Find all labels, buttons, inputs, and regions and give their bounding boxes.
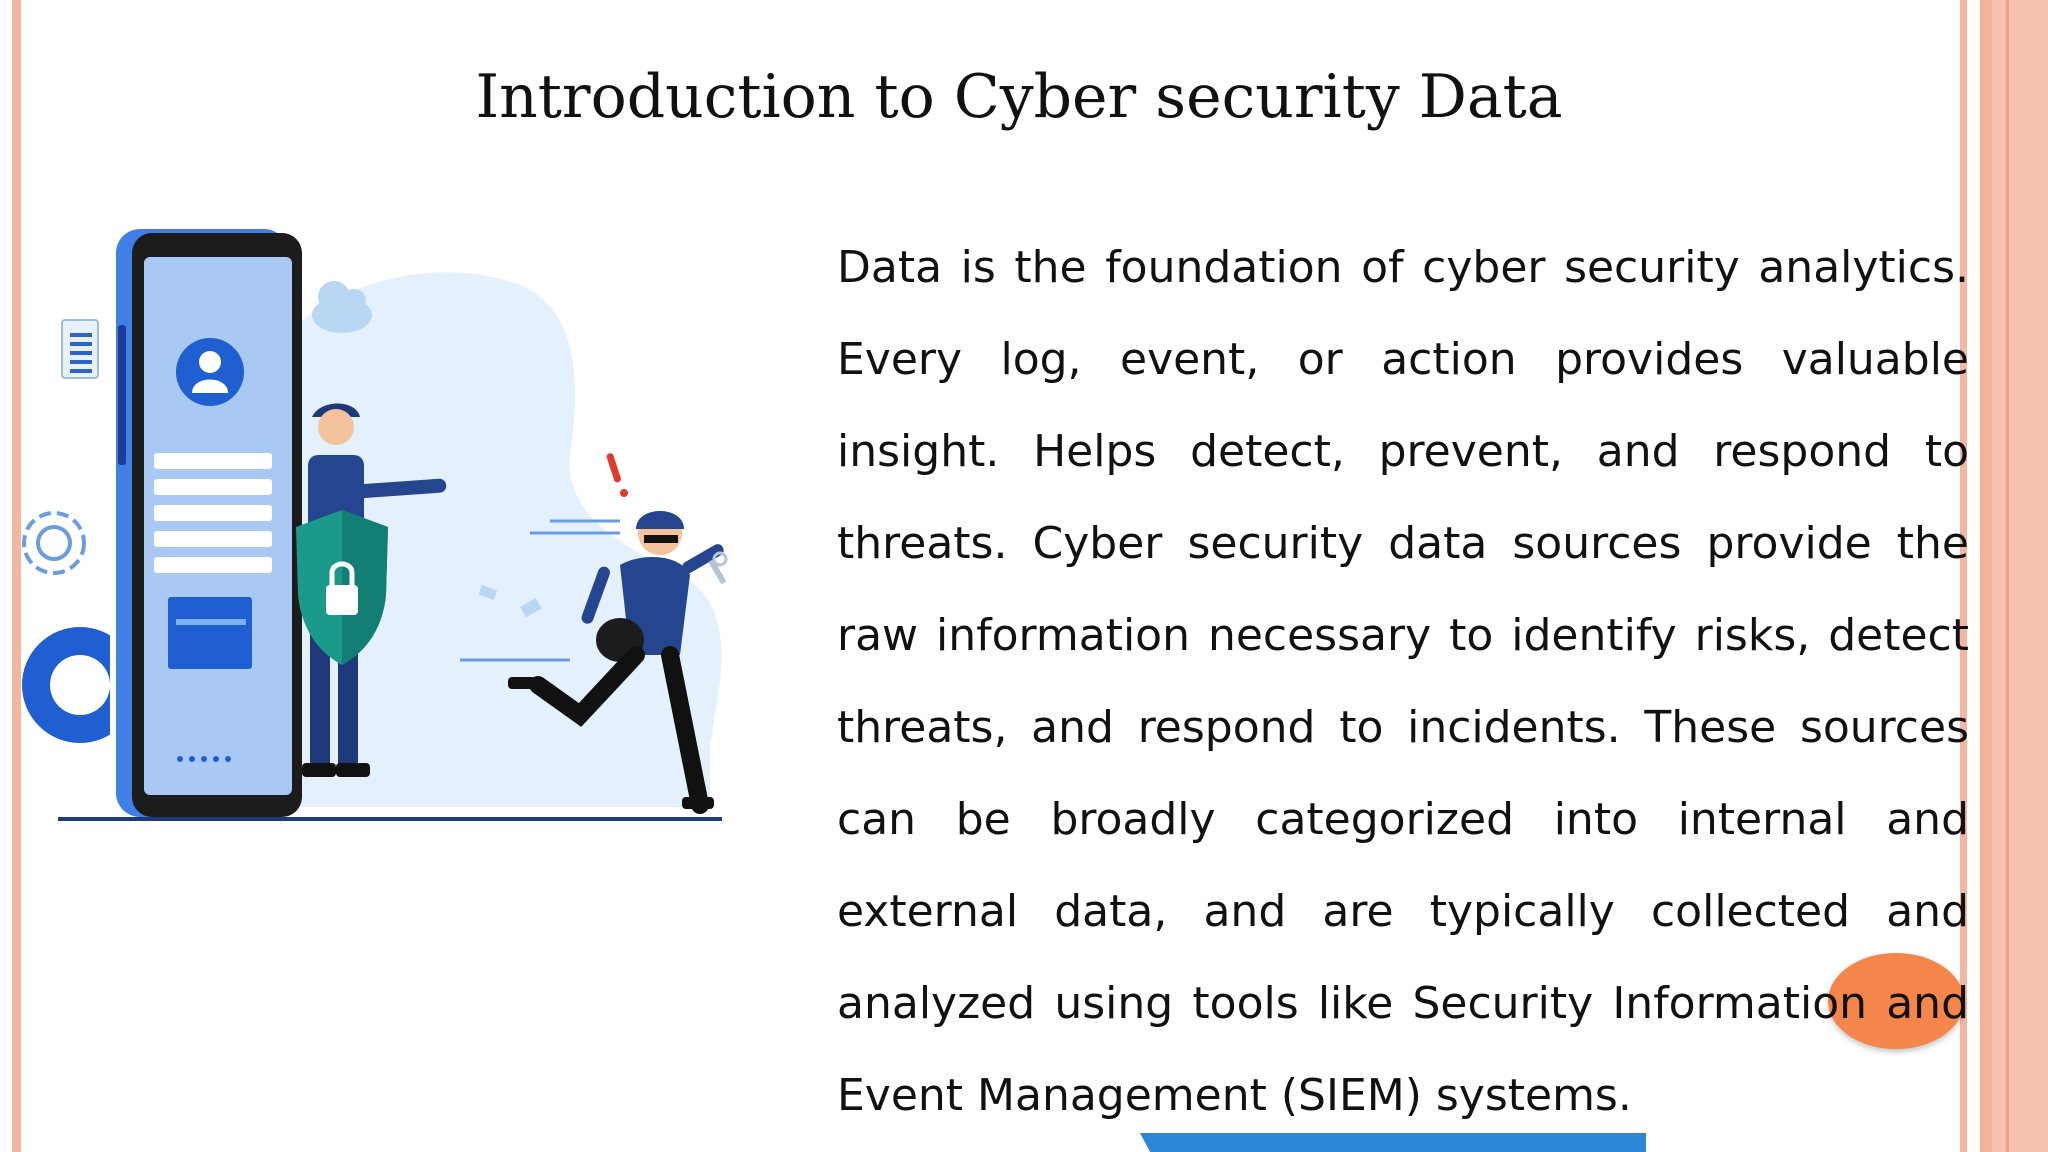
right-border-band [1980,0,2048,1152]
phone-icon [116,229,302,817]
form-fields [154,453,272,762]
document-icon [61,319,99,379]
thief [508,511,724,814]
siem-highlight [1828,953,1964,1049]
slide-title: Introduction to Cyber security Data [475,62,1563,132]
cyber-security-illustration [22,229,728,821]
cloud-icon [312,281,372,333]
bottom-accent-bar [1140,1133,1646,1152]
shield-lock-icon [296,510,388,665]
wrench-icon [709,551,728,584]
user-avatar-icon [176,338,244,406]
left-border [12,0,21,1152]
right-border-line [1960,0,1967,1152]
background-blob [250,272,722,807]
gear-outline-icon [22,511,86,575]
exclamation-icon [606,453,628,497]
body-text: Data is the foundation of cyber security… [837,242,1969,1121]
paper-pieces [478,585,542,618]
motion-lines [460,519,620,662]
